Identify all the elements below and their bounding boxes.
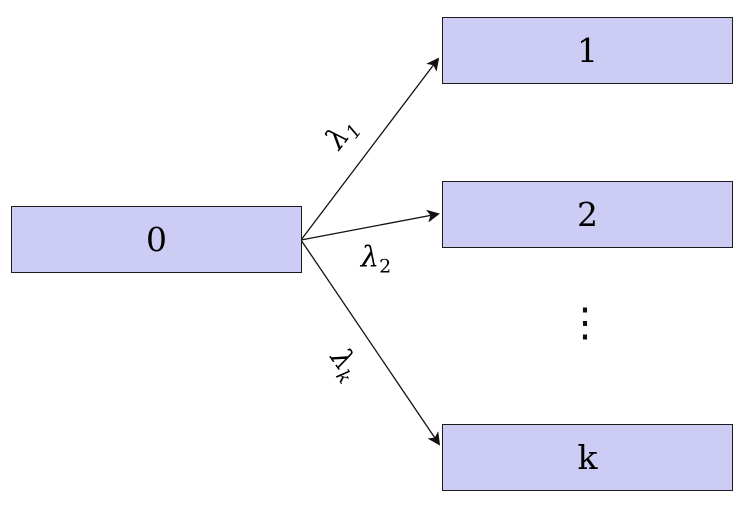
edge-label-lambda-2: λ2 <box>360 239 391 276</box>
state-node-k: k <box>442 424 733 491</box>
edge-0-to-2 <box>300 209 440 241</box>
state-node-2: 2 <box>442 181 733 248</box>
state-node-k-label: k <box>577 438 598 477</box>
lambda-subscript: 2 <box>379 255 392 278</box>
state-node-0-label: 0 <box>146 220 167 259</box>
lambda-symbol: λ <box>360 239 380 274</box>
edge-0-to-1 <box>300 57 440 241</box>
state-node-0: 0 <box>11 206 302 273</box>
vertical-ellipsis: ⋮ <box>565 300 605 346</box>
state-node-1-label: 1 <box>577 31 598 70</box>
edge-0-to-k <box>300 239 441 446</box>
state-node-1: 1 <box>442 17 733 84</box>
state-node-2-label: 2 <box>577 195 598 234</box>
